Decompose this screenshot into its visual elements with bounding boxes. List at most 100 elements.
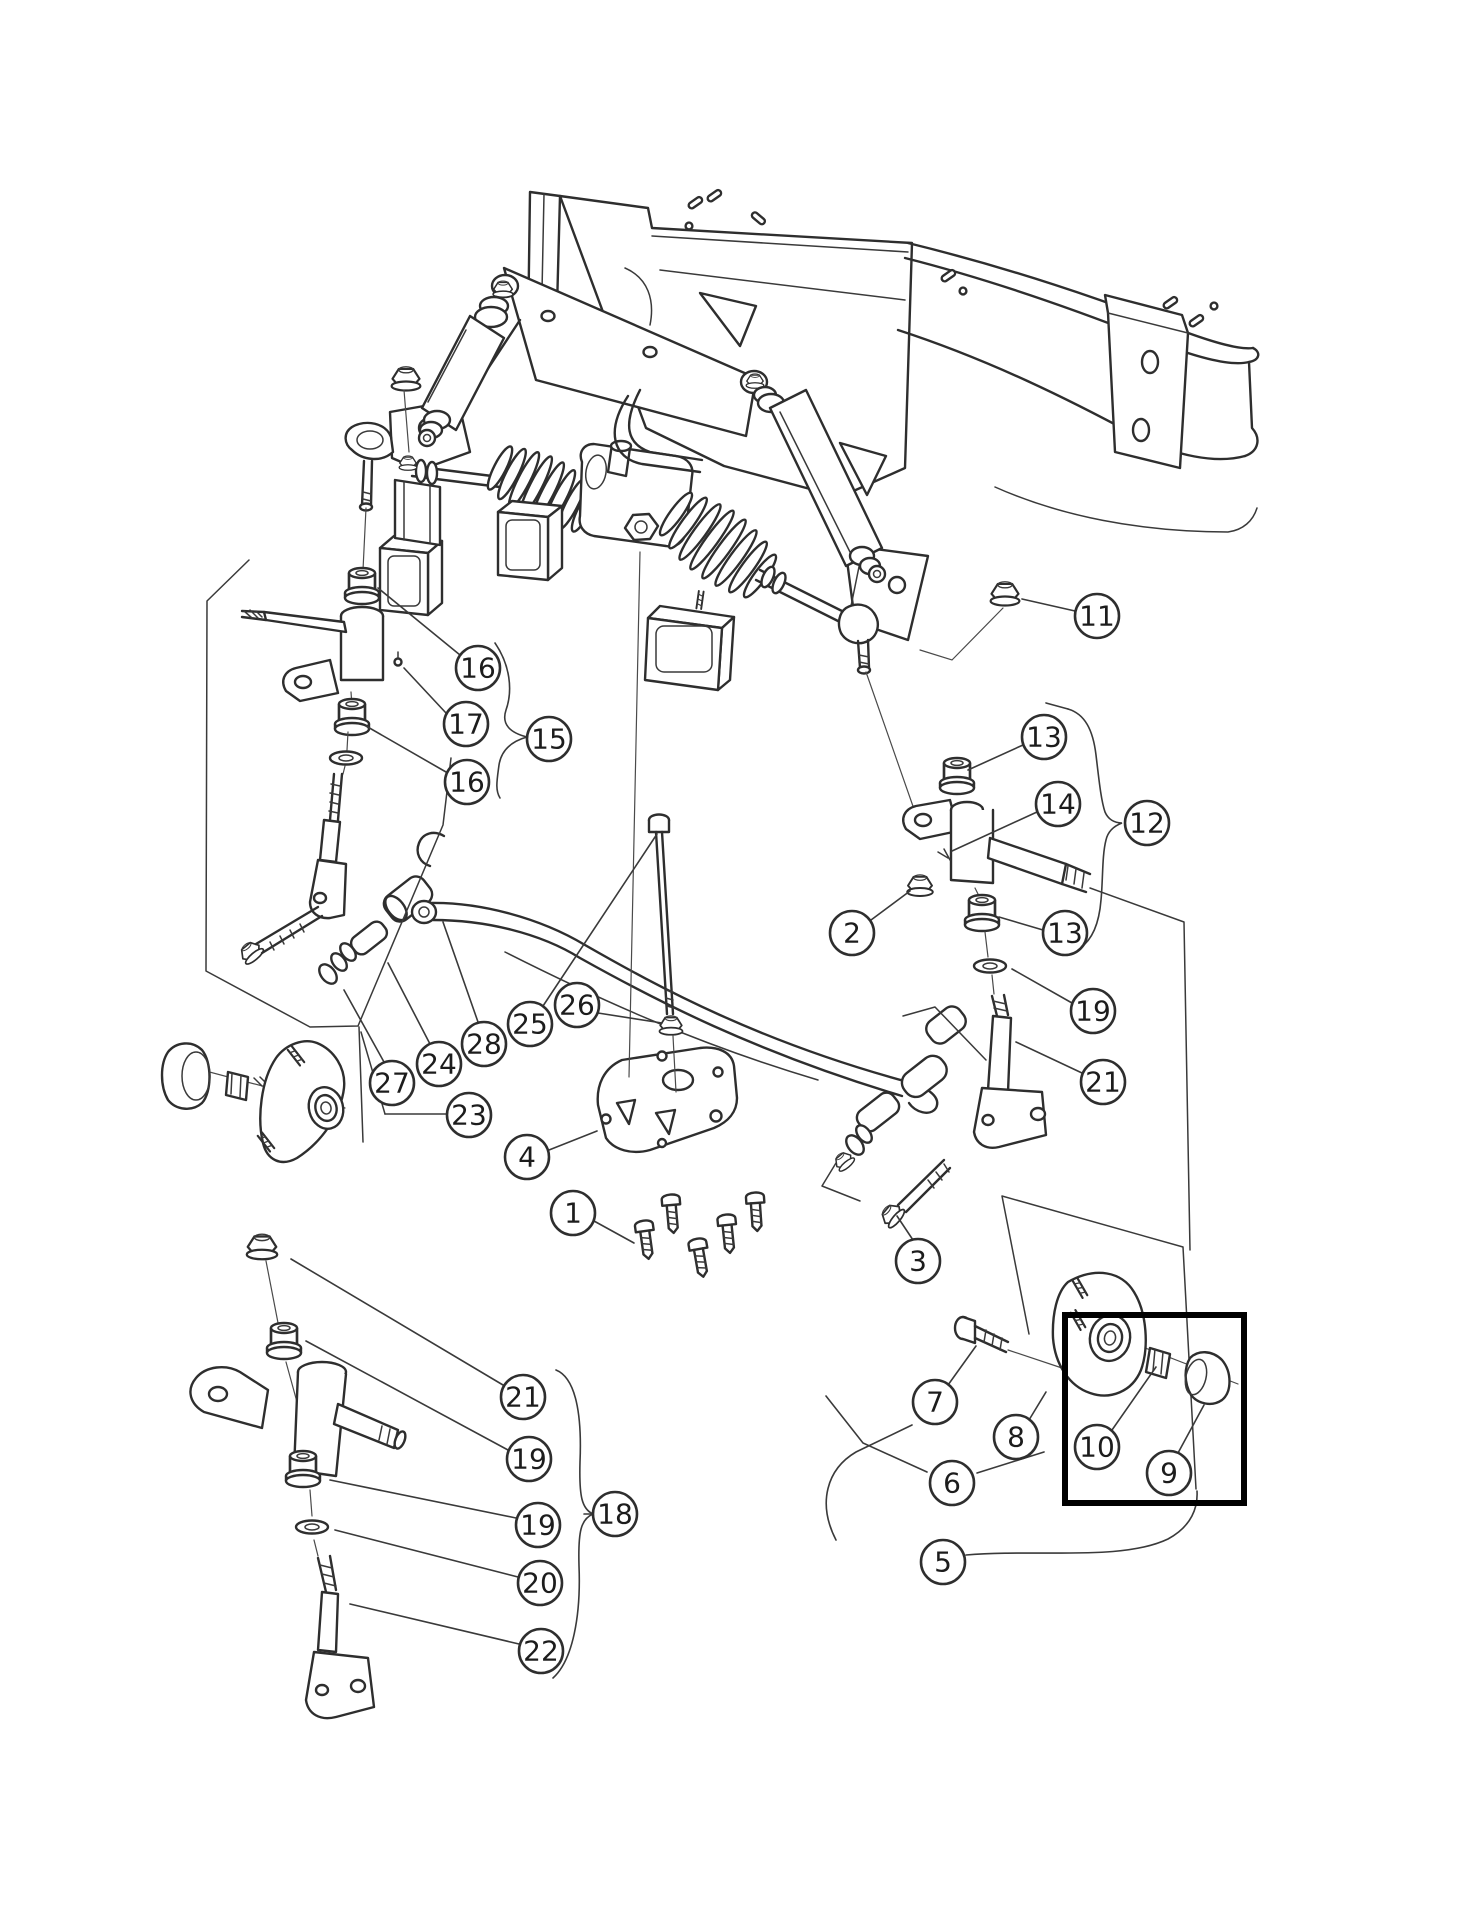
diagram-line — [654, 830, 675, 1016]
diagram-line — [961, 1315, 977, 1345]
diagram-line — [293, 674, 313, 690]
callout-number: 21 — [1085, 1066, 1121, 1099]
diagram-line — [887, 575, 907, 595]
diagram-line — [665, 989, 675, 1009]
callout-leader-8 — [1028, 1391, 1047, 1421]
diagram-line — [584, 454, 608, 490]
diagram-line — [181, 1051, 211, 1101]
callout-bubble — [516, 1559, 564, 1607]
callout-leader-21 — [1015, 1041, 1083, 1074]
callout-leader-17 — [403, 667, 447, 714]
callout-11: 11 — [1073, 592, 1121, 640]
callout-3: 3 — [894, 1237, 942, 1285]
spring-eye-front — [410, 899, 438, 925]
diagram-line — [701, 518, 747, 580]
callout-bubble — [442, 700, 490, 748]
diagram-line — [546, 504, 564, 582]
diagram-line — [715, 1212, 741, 1256]
bushing-13-lower — [963, 893, 1001, 933]
frame-rail-top — [906, 241, 1255, 350]
diagram-line — [651, 235, 909, 301]
square-tube-right — [643, 589, 736, 692]
washer-20 — [294, 1519, 330, 1535]
diagram-line — [903, 256, 1251, 365]
diagram-line — [642, 345, 658, 359]
diagram-line — [328, 783, 341, 814]
diagram-line — [596, 1046, 739, 1154]
bottom-spindle — [332, 1402, 400, 1450]
diagram-line — [1184, 1358, 1208, 1396]
diagram-line — [265, 1260, 280, 1329]
callout-leader-7 — [947, 1345, 977, 1386]
callout-18: 18 — [591, 1490, 639, 1538]
callout-20: 20 — [516, 1559, 564, 1607]
diagram-line — [316, 1590, 340, 1654]
frame-back-wall — [558, 194, 914, 499]
diagram-line — [634, 520, 648, 534]
spring-eye-sleeve — [900, 1054, 948, 1099]
callout-number: 8 — [1007, 1421, 1025, 1454]
callout-number: 7 — [926, 1386, 944, 1419]
callout-bubble — [549, 1189, 597, 1237]
callout-leader-28 — [442, 921, 479, 1023]
diagram-line — [981, 1113, 995, 1127]
callout-number: 18 — [597, 1498, 633, 1531]
callout-number: 28 — [466, 1028, 502, 1061]
callout-13: 13 — [1020, 713, 1068, 761]
callout-bubble — [1034, 780, 1082, 828]
callout-bubble — [1069, 987, 1117, 1035]
callout-bubble — [828, 909, 876, 957]
callout-number: 12 — [1129, 807, 1165, 840]
diagram-line — [486, 445, 514, 491]
callout-2: 2 — [828, 909, 876, 957]
callout-number: 15 — [531, 723, 567, 756]
right-tie-rod-end — [837, 603, 880, 645]
callout-leader-19 — [329, 1479, 517, 1519]
callout-number: 10 — [1079, 1431, 1115, 1464]
diagram-line — [1209, 301, 1219, 311]
diagram-line — [314, 1093, 338, 1123]
diagram-line — [319, 1564, 337, 1587]
left-group-boundary — [205, 559, 452, 1028]
diagram-line — [1140, 349, 1160, 375]
bottom-steering-arm — [189, 1366, 270, 1430]
callout-bubble — [1073, 592, 1121, 640]
callout-leader-19 — [1011, 968, 1073, 1004]
diagram-line — [709, 1109, 723, 1123]
diagram-line — [390, 365, 422, 392]
callout-16: 16 — [454, 644, 502, 692]
right-kingpin-yoke — [972, 1086, 1048, 1149]
diagram-line — [695, 589, 705, 611]
diagram-line — [496, 510, 550, 582]
diagram-line — [615, 1098, 637, 1126]
bushing-19-upper — [265, 1321, 303, 1361]
diagram-line — [856, 665, 872, 675]
diagram-line — [427, 329, 467, 403]
callout-bubble — [553, 981, 601, 1029]
diagram-line — [1029, 1106, 1047, 1122]
left-tie-rod-end — [344, 421, 395, 461]
center-bolt-and-nut — [628, 551, 684, 1093]
callout-19: 19 — [514, 1501, 562, 1549]
diagram-line — [414, 458, 428, 484]
callout-leader-2 — [870, 890, 911, 921]
diagram-line — [346, 731, 349, 751]
diagram-line — [418, 906, 430, 918]
frame-slot-holes — [684, 188, 1219, 328]
retaining-clip — [416, 831, 446, 868]
right-hub-group — [953, 887, 1239, 1490]
diagram-line — [986, 1014, 1013, 1094]
callout-21: 21 — [1079, 1058, 1127, 1106]
diagram-line — [983, 1329, 1003, 1351]
callout-leader-27 — [343, 989, 385, 1063]
rack-mount-bracket — [393, 478, 442, 547]
callout-leader-26 — [597, 1012, 663, 1024]
highlight-box — [1062, 1312, 1247, 1506]
diagram-line — [269, 923, 305, 951]
bushing-16-lower — [333, 697, 371, 737]
diagram-line — [1243, 346, 1260, 458]
diagram-line — [896, 1158, 952, 1214]
callout-leader-25 — [542, 833, 658, 1007]
diagram-line — [425, 460, 439, 486]
callout-number: 26 — [559, 989, 595, 1022]
